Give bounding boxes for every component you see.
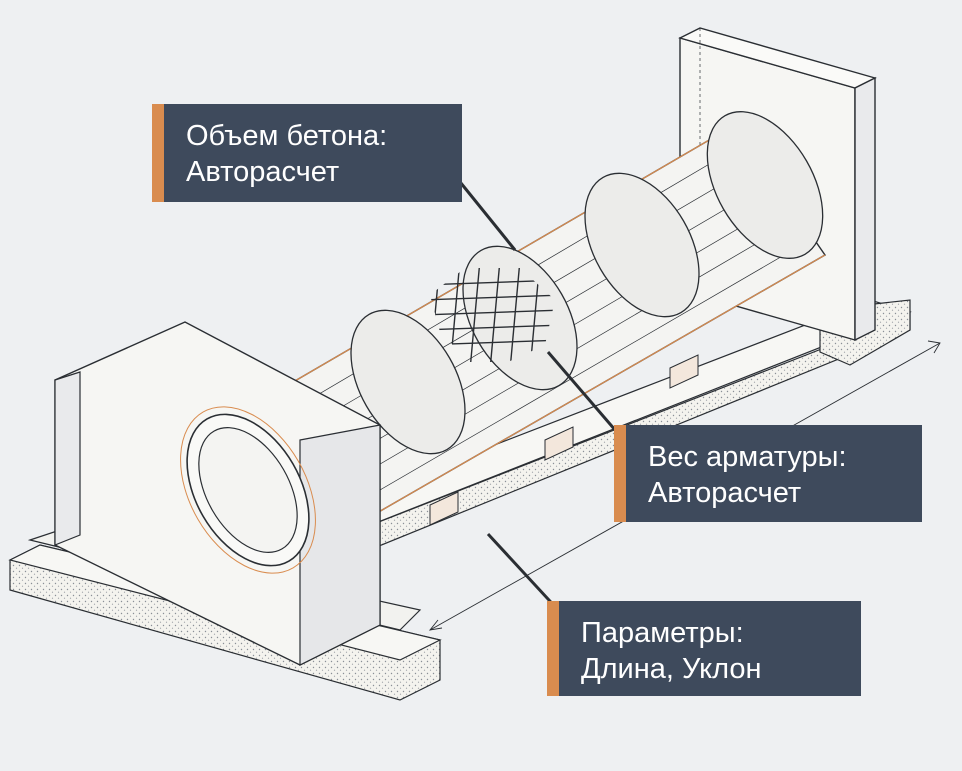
pipe-supports [429, 354, 699, 526]
callout-value: Длина, Уклон [581, 653, 762, 685]
parameters-callout: Параметры: Длина, Уклон [547, 601, 861, 696]
rebar-weight-callout: Вес арматуры: Авторасчет [614, 425, 922, 522]
callout-value: Авторасчет [186, 156, 340, 188]
accent-bar [152, 104, 164, 202]
accent-bar [547, 601, 559, 696]
callout-title: Вес арматуры: [648, 441, 847, 473]
accent-bar [614, 425, 626, 522]
concrete-volume-callout: Объем бетона: Авторасчет [152, 104, 462, 202]
leader-lines [450, 171, 624, 614]
callout-title: Параметры: [581, 617, 744, 649]
callout-value: Авторасчет [648, 477, 802, 509]
callout-title: Объем бетона: [186, 120, 388, 152]
left-headwall [8, 321, 442, 701]
